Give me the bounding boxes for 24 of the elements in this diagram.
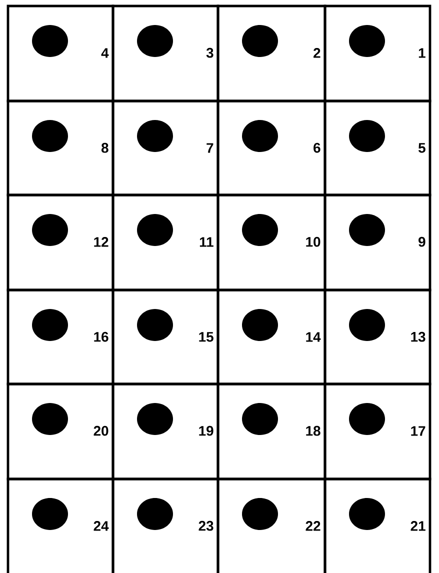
pin-cell: 13 (324, 288, 432, 386)
pin-cell: 5 (324, 100, 432, 196)
pin-cell: 8 (6, 100, 114, 196)
pin-cell: 19 (112, 382, 220, 480)
pin-cell: 18 (216, 382, 326, 480)
pin-cell: 6 (216, 100, 326, 196)
pin-cell: 22 (216, 478, 326, 573)
pin-cell: 2 (216, 4, 326, 102)
pin-cell: 10 (216, 194, 326, 292)
pin-cell: 1 (324, 4, 432, 102)
pin-cell: 11 (112, 194, 220, 292)
pin-cell: 14 (216, 288, 326, 386)
pin-cell: 21 (324, 478, 432, 573)
pin-cell: 23 (112, 478, 220, 573)
pin-cell: 7 (112, 100, 220, 196)
pin-cell: 17 (324, 382, 432, 480)
pin-cell: 20 (6, 382, 114, 480)
pin-cell: 9 (324, 194, 432, 292)
pin-cell: 12 (6, 194, 114, 292)
pin-cell: 16 (6, 288, 114, 386)
pin-cell: 15 (112, 288, 220, 386)
pin-cell: 4 (6, 4, 114, 102)
pin-cell: 3 (112, 4, 220, 102)
pin-cell: 24 (6, 478, 114, 573)
